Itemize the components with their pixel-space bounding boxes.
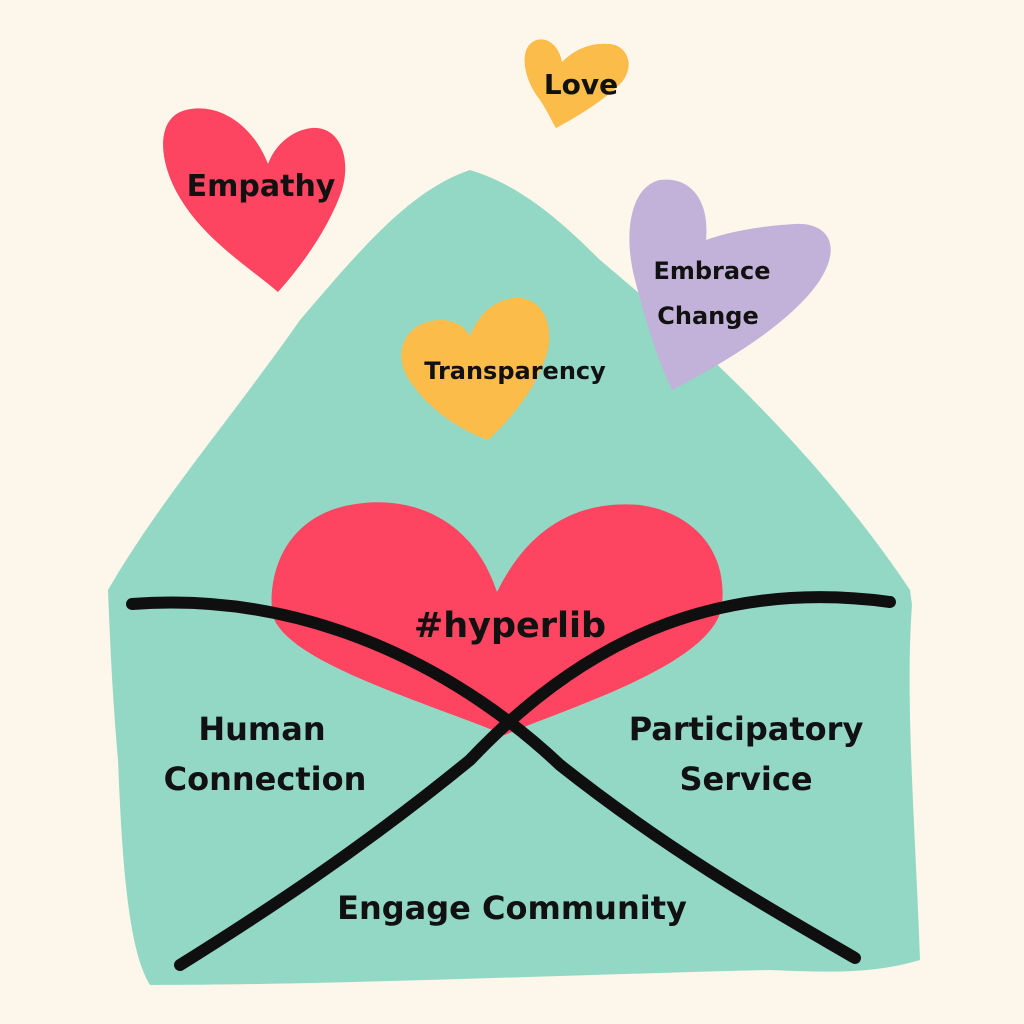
label-empathy: Empathy	[187, 169, 336, 204]
label-human-connection-line1: Human	[198, 710, 325, 748]
label-embrace-change-line1: Embrace	[653, 257, 770, 285]
label-engage-community: Engage Community	[337, 889, 687, 927]
label-participatory-service-line1: Participatory	[629, 710, 864, 748]
label-transparency: Transparency	[424, 357, 606, 385]
label-embrace-change-line2: Change	[657, 302, 758, 330]
heart-empathy	[163, 108, 346, 292]
heart-embrace-change	[629, 179, 831, 390]
envelope-line-right	[174, 591, 896, 971]
heart-love	[524, 39, 629, 128]
heart-transparency	[401, 297, 550, 440]
label-participatory-service-line2: Service	[679, 760, 812, 798]
label-human-connection-line2: Connection	[164, 760, 367, 798]
heart-hyperlib	[271, 502, 723, 735]
label-hyperlib: #hyperlib	[414, 606, 606, 646]
envelope-line-left	[126, 596, 861, 964]
label-love: Love	[544, 68, 618, 101]
